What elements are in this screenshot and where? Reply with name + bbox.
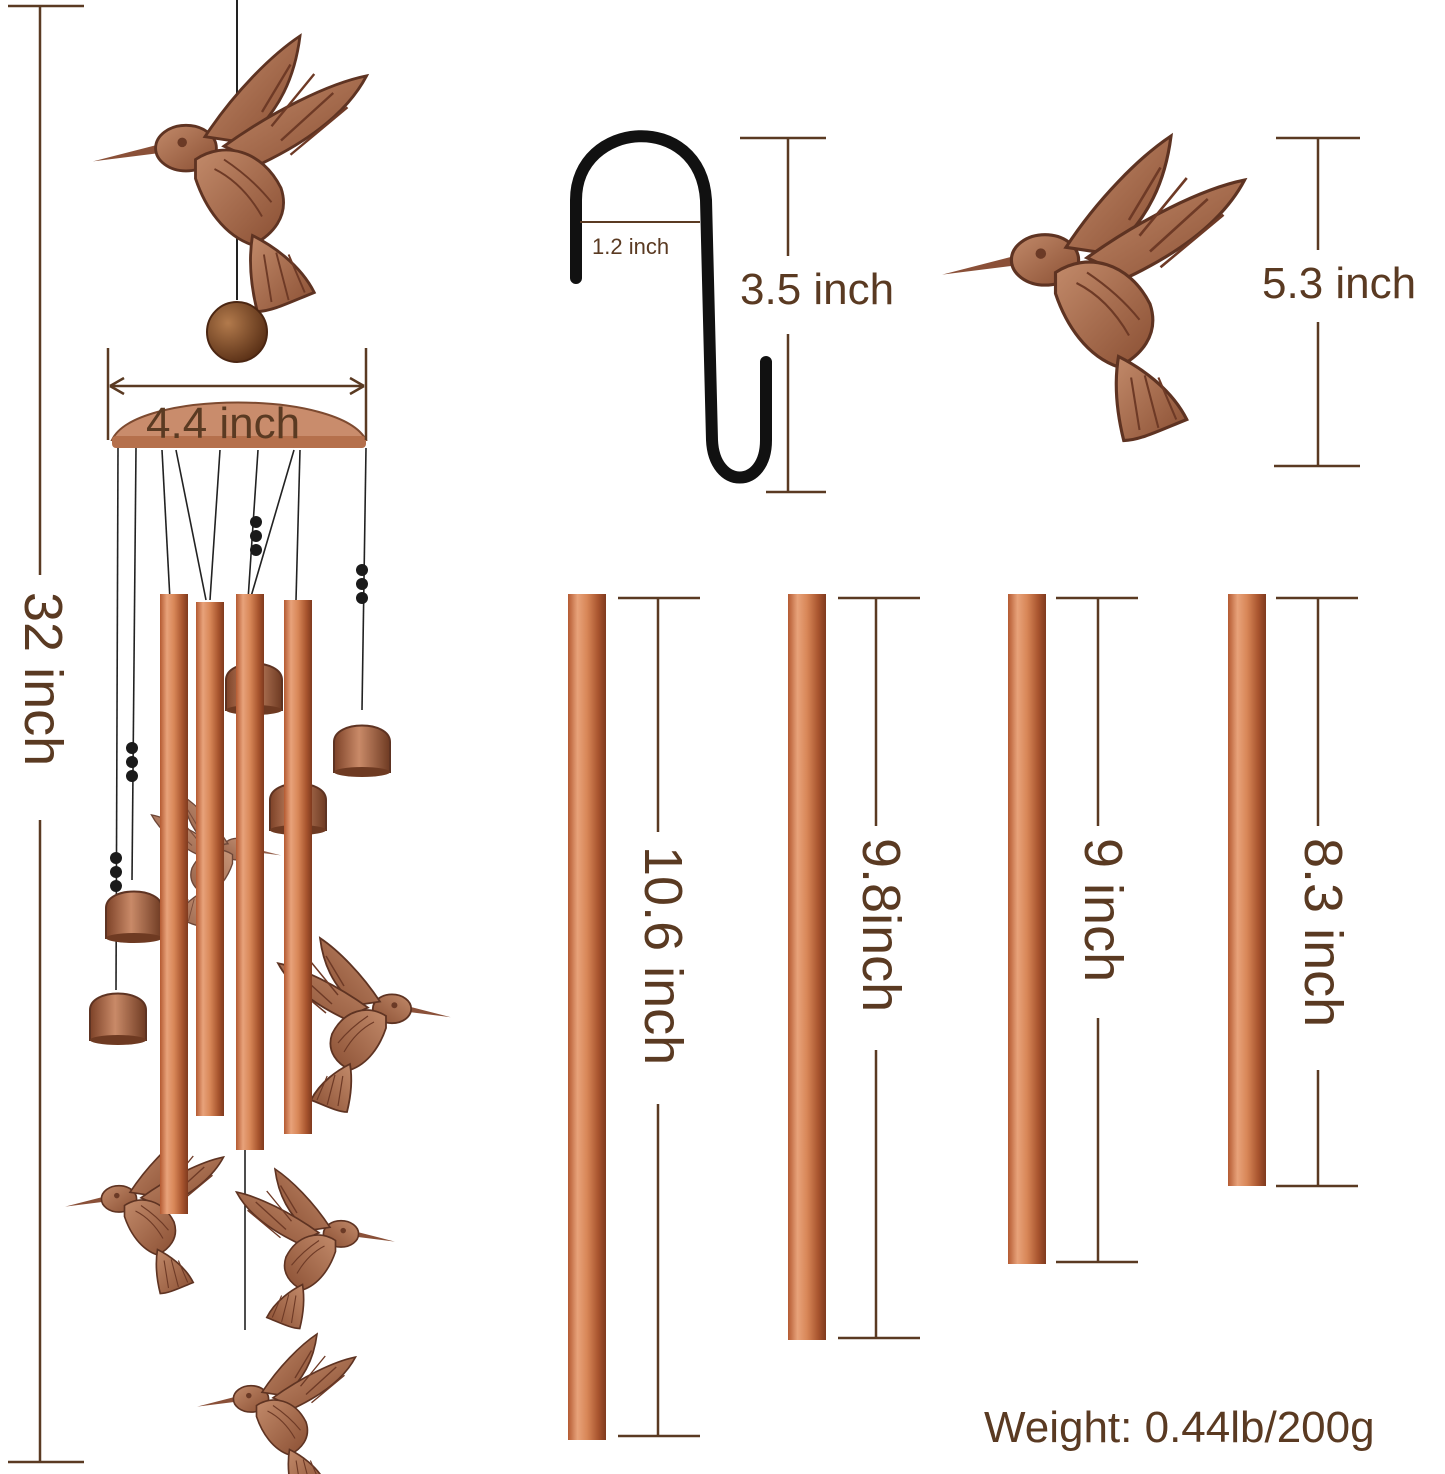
tube-3 [1008,594,1138,1264]
top-width-dimension [106,348,368,440]
hook-height-dimension [740,136,826,494]
top-hummingbird-icon [91,34,368,313]
bell-icon [89,992,147,1046]
bell-icon [105,890,163,944]
tube-4-length-label: 8.3 inch [1293,838,1353,1028]
bird-height-dimension [1274,136,1360,468]
copper-tube-icon [160,594,188,1214]
bell-icon [333,724,391,778]
copper-tube-icon [568,594,606,1440]
top-bead [206,301,268,363]
hook-height-label: 3.5 inch [740,265,895,314]
hummingbird-icon [940,134,1247,443]
weight-label: Weight: 0.44lb/200g [984,1403,1375,1452]
tube-4 [1228,594,1358,1188]
total-length-dimension [8,4,84,1464]
tube-1-length-label: 10.6 inch [633,846,693,1066]
copper-tube-icon [1008,594,1046,1264]
hummingbird-icon [196,1333,357,1474]
top-width-label: 4.4 inch [146,399,301,448]
bird-height-label: 5.3 inch [1262,259,1417,308]
copper-tube-icon [1228,594,1266,1186]
s-hook-icon [570,130,826,494]
tube-3-length-label: 9 inch [1073,838,1133,983]
tube-1 [568,594,700,1440]
total-length-label: 32 inch [13,592,73,767]
hummingbird-icon [64,1133,225,1295]
top-cap [110,401,368,441]
tube-2-length-label: 9.8inch [851,838,911,1013]
copper-tube-icon [788,594,826,1340]
copper-tube-icon [236,594,264,1150]
wind-chime [64,0,452,1474]
hummingbird-icon [235,1168,396,1330]
tube-2 [788,594,920,1340]
hook-width-label: 1.2 inch [592,234,670,259]
copper-tube-icon [196,602,224,1116]
copper-tube-icon [284,600,312,1134]
